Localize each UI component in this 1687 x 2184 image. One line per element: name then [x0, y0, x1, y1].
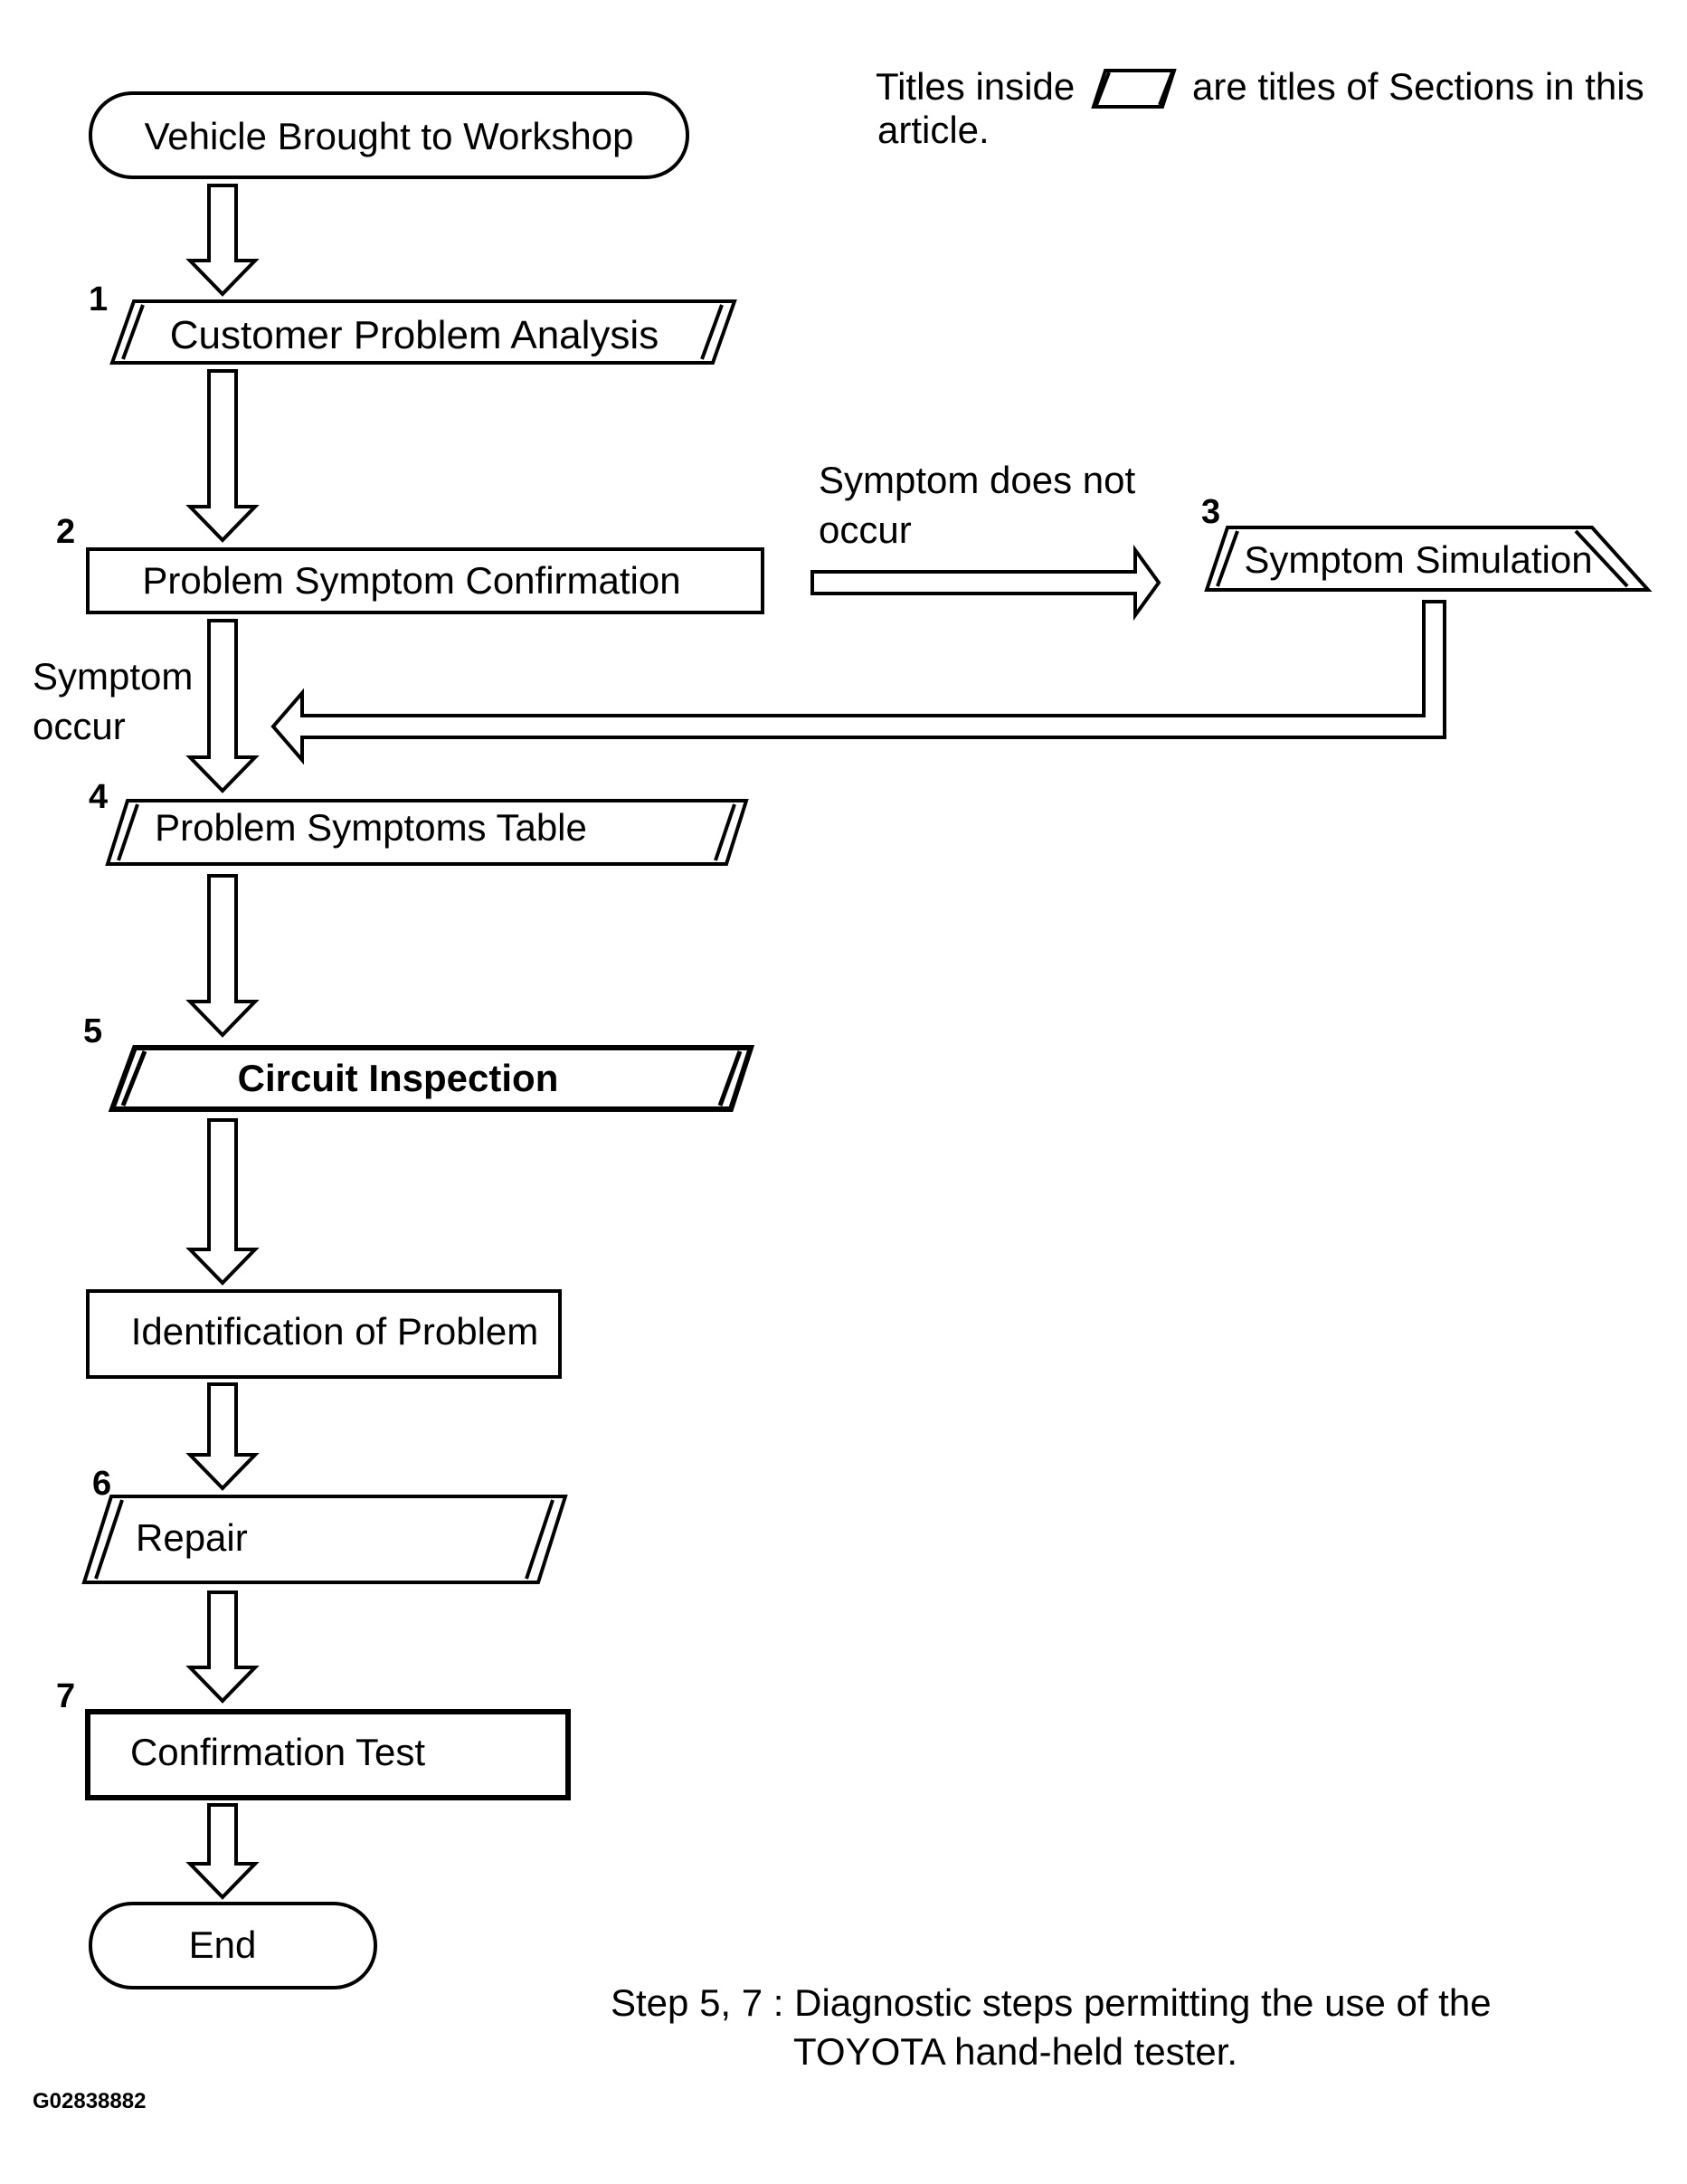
node-symptom-simulation-label: Symptom Simulation: [1244, 538, 1592, 581]
legend: Titles inside are titles of Sections in …: [876, 65, 1644, 151]
arrow-2-to-3: [810, 544, 1161, 622]
figure-id: G02838882: [33, 2089, 146, 2113]
node-symptom-simulation: 3 Symptom Simulation: [1201, 493, 1653, 592]
node-problem-symptom-confirmation-label: Problem Symptom Confirmation: [142, 559, 680, 602]
edge-label-symptom-occur-1: Symptom: [33, 655, 193, 698]
node-end-label: End: [189, 1923, 257, 1966]
arrow-4-to-5: [185, 874, 260, 1038]
node-identification-of-problem: Identification of Problem: [86, 1289, 562, 1379]
node-start-label: Vehicle Brought to Workshop: [145, 115, 634, 157]
step-number-7: 7: [56, 1677, 75, 1715]
node-problem-symptoms-table-label: Problem Symptoms Table: [155, 806, 587, 849]
arrow-2-to-4: [185, 619, 260, 793]
edge-label-symptom-occur-2: occur: [33, 705, 126, 747]
edge-label-symptom-does-not-occur-1: Symptom does not: [819, 459, 1136, 501]
arrow-3-to-4-return: [270, 600, 1446, 765]
arrow-identification-to-6: [185, 1382, 260, 1491]
arrow-7-to-end: [185, 1803, 260, 1900]
node-identification-of-problem-label: Identification of Problem: [131, 1310, 539, 1353]
node-customer-problem-analysis: 1 Customer Problem Analysis: [89, 280, 737, 365]
node-problem-symptom-confirmation: 2 Problem Symptom Confirmation: [56, 513, 764, 614]
step-number-6: 6: [92, 1465, 111, 1503]
step-number-3: 3: [1201, 493, 1220, 531]
legend-parallelogram-icon: [1091, 69, 1177, 109]
step-number-2: 2: [56, 513, 75, 551]
node-customer-problem-analysis-label: Customer Problem Analysis: [170, 313, 659, 357]
node-problem-symptoms-table: 4 Problem Symptoms Table: [89, 778, 749, 866]
node-repair: 6 Repair: [81, 1465, 568, 1584]
step-number-5: 5: [83, 1012, 102, 1050]
arrow-5-to-identification: [185, 1118, 260, 1286]
legend-text-line2: article.: [877, 109, 990, 151]
node-confirmation-test-label: Confirmation Test: [130, 1731, 425, 1773]
legend-text-post: are titles of Sections in this: [1192, 65, 1644, 108]
legend-text-pre: Titles inside: [876, 65, 1075, 108]
arrow-6-to-7: [185, 1591, 260, 1704]
node-end: End: [89, 1902, 377, 1989]
footnote-line2: TOYOTA hand-held tester.: [793, 2030, 1237, 2073]
arrow-1-to-2: [185, 369, 260, 543]
edge-label-symptom-does-not-occur-2: occur: [819, 508, 912, 551]
node-circuit-inspection: 5 Circuit Inspection: [83, 1012, 755, 1112]
footnote-line1: Step 5, 7 : Diagnostic steps permitting …: [611, 1981, 1492, 2024]
node-circuit-inspection-label: Circuit Inspection: [238, 1057, 559, 1099]
node-start: Vehicle Brought to Workshop: [89, 91, 689, 179]
step-number-4: 4: [89, 778, 108, 816]
step-number-1: 1: [89, 280, 108, 318]
node-repair-label: Repair: [136, 1516, 248, 1559]
node-confirmation-test: 7 Confirmation Test: [56, 1677, 571, 1800]
arrow-start-to-1: [185, 184, 260, 297]
